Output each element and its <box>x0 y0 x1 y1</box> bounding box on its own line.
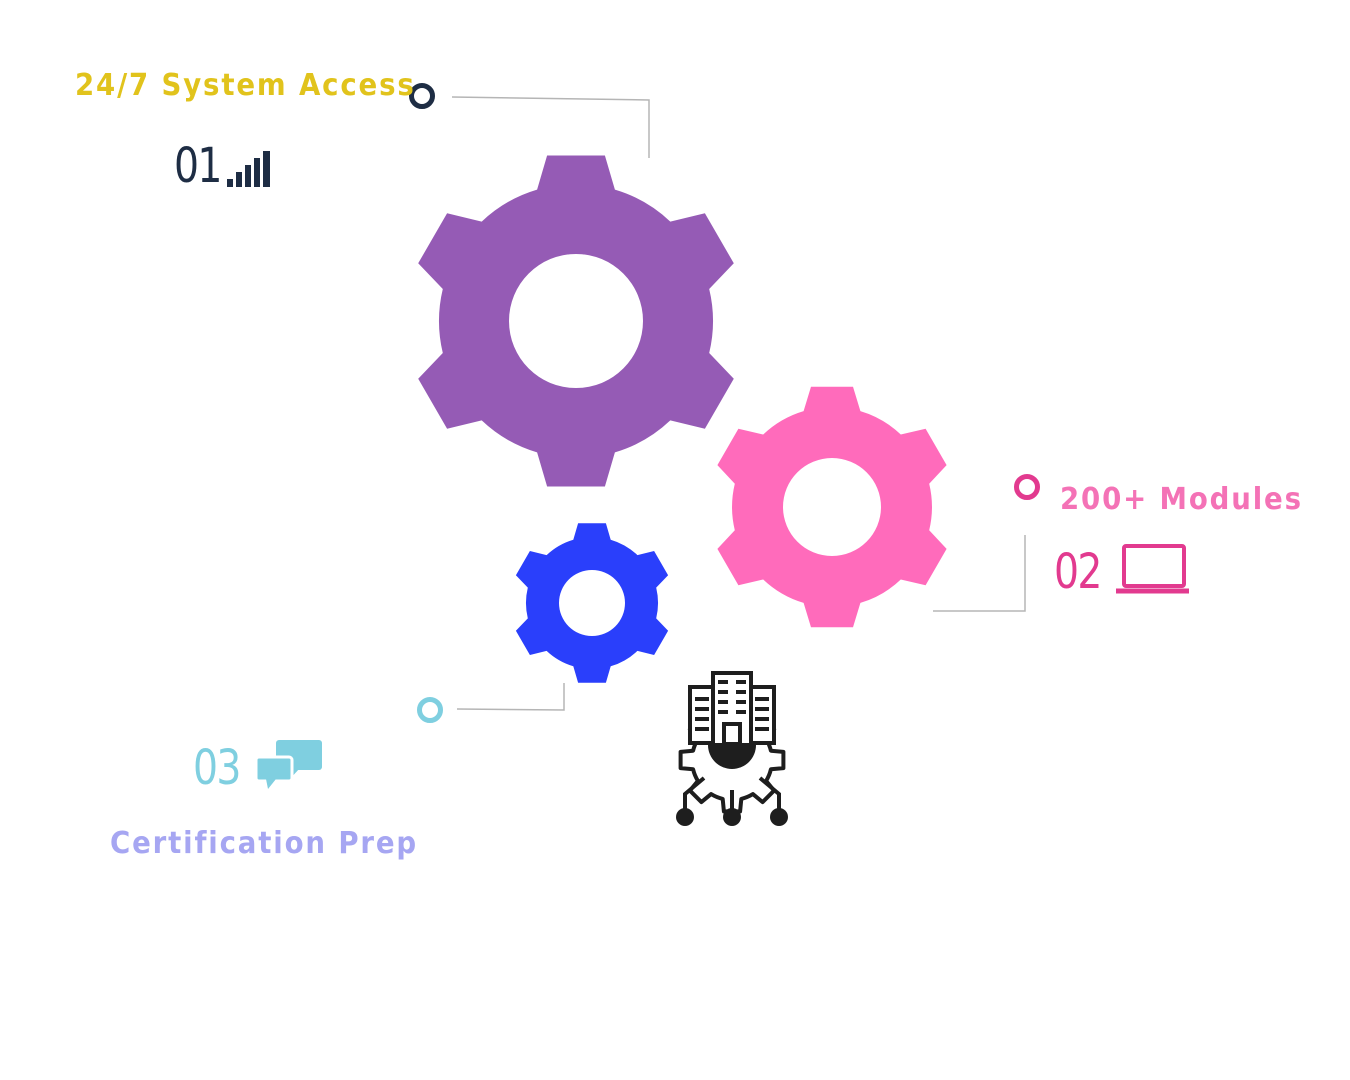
signal-bars-icon <box>227 151 270 187</box>
connector-dot-03 <box>417 697 443 723</box>
small-gear <box>515 523 669 683</box>
item-01-number: 01 <box>174 138 222 194</box>
item-02-number: 02 <box>1054 544 1102 600</box>
connector-03 <box>456 683 565 711</box>
connector-02 <box>933 535 1026 612</box>
laptop-icon <box>1116 544 1189 594</box>
connector-dot-02 <box>1014 474 1040 500</box>
item-03-label: Certification Prep <box>110 826 419 861</box>
connector-01 <box>451 96 650 158</box>
item-01-label: 24/7 System Access <box>75 68 416 103</box>
item-02-label: 200+ Modules <box>1060 482 1303 517</box>
chat-bubbles-icon <box>254 740 322 789</box>
connector-dot-01 <box>409 83 435 109</box>
large-gear <box>418 155 734 487</box>
building-gear-network-icon <box>676 671 788 826</box>
medium-gear <box>717 386 947 628</box>
item-03-number: 03 <box>193 740 241 796</box>
